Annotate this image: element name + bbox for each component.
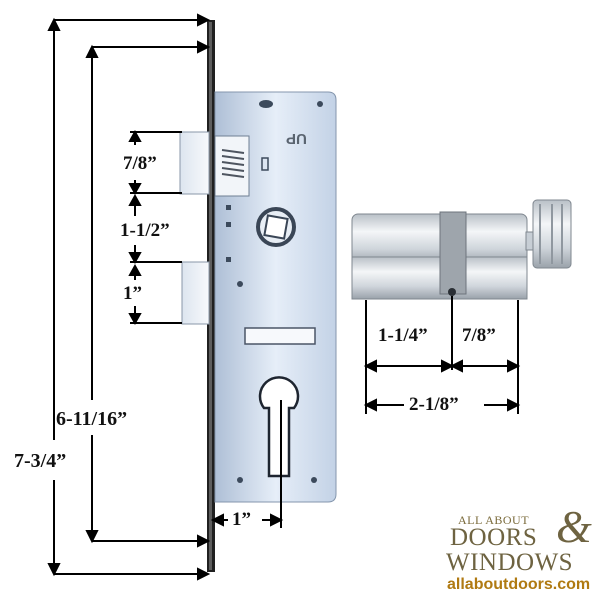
logo-url: allaboutdoors.com (447, 576, 591, 593)
faceplate (207, 20, 215, 572)
dim-bolt-height: 1” (123, 283, 142, 304)
dim-cam-to-body-end: 1-1/4” (378, 325, 428, 346)
logo-ampersand: & (556, 501, 592, 552)
dim-backset: 1” (232, 509, 251, 530)
dim-overall-height: 7-3/4” (14, 450, 67, 472)
keyhole-cutout (258, 376, 300, 478)
dim-cylinder-total: 2-1/8” (409, 394, 459, 415)
spindle-hub (256, 207, 296, 247)
dim-gap: 1-1/2” (120, 220, 170, 241)
dead-bolt (181, 261, 210, 325)
dim-cam-to-thumbturn: 7/8” (462, 325, 496, 346)
dimension-lines (47, 13, 521, 581)
logo-line-2: DOORS (450, 524, 538, 551)
dim-hole-spacing: 6-11/16” (56, 408, 128, 430)
euro-cylinder (351, 199, 572, 300)
dim-latch-height: 7/8” (123, 153, 157, 174)
lock-body (214, 91, 337, 503)
latch-bolt (179, 131, 210, 195)
latch-spring (221, 149, 245, 178)
up-mark-label: UP (286, 130, 307, 147)
logo-line-3: WINDOWS (446, 549, 574, 576)
logo-line-1: ALL ABOUT (458, 513, 530, 527)
